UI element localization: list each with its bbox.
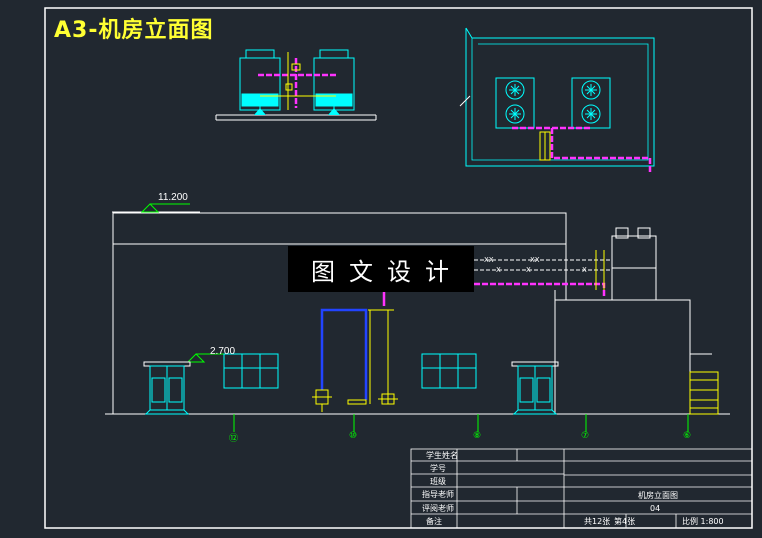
- tb-sheet-no: 第4张: [614, 517, 636, 526]
- watermark: 图文设计: [288, 246, 474, 292]
- pump-left: [312, 389, 332, 412]
- rooftop-unit: [611, 227, 657, 301]
- tb-row-label: 班级: [430, 477, 446, 486]
- pipe-mark: XX: [530, 256, 540, 264]
- tb-row-label: 学生姓名: [426, 451, 458, 460]
- tb-drawing-no: 04: [650, 504, 661, 513]
- tb-drawing-name: 机房立面图: [638, 491, 678, 500]
- title-block: [410, 448, 753, 529]
- pipe-mark: X: [526, 266, 531, 274]
- drawing-border: [44, 7, 753, 529]
- level-label-top: 11.200: [158, 192, 188, 203]
- annex-equipment: [689, 353, 719, 415]
- grid-axis-label: ⑦: [581, 431, 590, 441]
- grid-axis-label: ⑫: [229, 434, 239, 444]
- tb-row-label: 备注: [426, 517, 442, 526]
- pump-right: [378, 393, 398, 405]
- tb-sheet-total: 共12张: [584, 517, 611, 526]
- grid-axis-label: ⑩: [349, 431, 358, 441]
- cooling-tower-1: [239, 49, 281, 115]
- window-middle: [421, 353, 477, 389]
- pipe-mark: XX: [484, 256, 494, 264]
- cooling-tower-2: [313, 49, 355, 115]
- window-left: [223, 353, 279, 389]
- door-right: [511, 361, 559, 415]
- fan-unit-right: [571, 77, 611, 129]
- tb-row-label: 指导老师: [422, 490, 454, 499]
- tb-row-label: 学号: [430, 464, 446, 473]
- door-left: [143, 361, 191, 415]
- building-elevation: [105, 203, 730, 432]
- plan-view: [459, 27, 655, 172]
- pipe-mark: X: [582, 266, 587, 274]
- grid-axis-label: ⑥: [683, 431, 692, 441]
- tb-scale: 比例 1:800: [682, 517, 724, 526]
- level-label-mid: 2.700: [210, 346, 236, 357]
- drawing-title: A3-机房立面图: [54, 18, 214, 43]
- fan-unit-left: [495, 77, 535, 129]
- cooling-tower-group: [215, 49, 377, 121]
- pipe-mark: X: [496, 266, 501, 274]
- grid-axis-label: ⑧: [473, 431, 482, 441]
- tb-row-label: 评阅老师: [422, 504, 454, 513]
